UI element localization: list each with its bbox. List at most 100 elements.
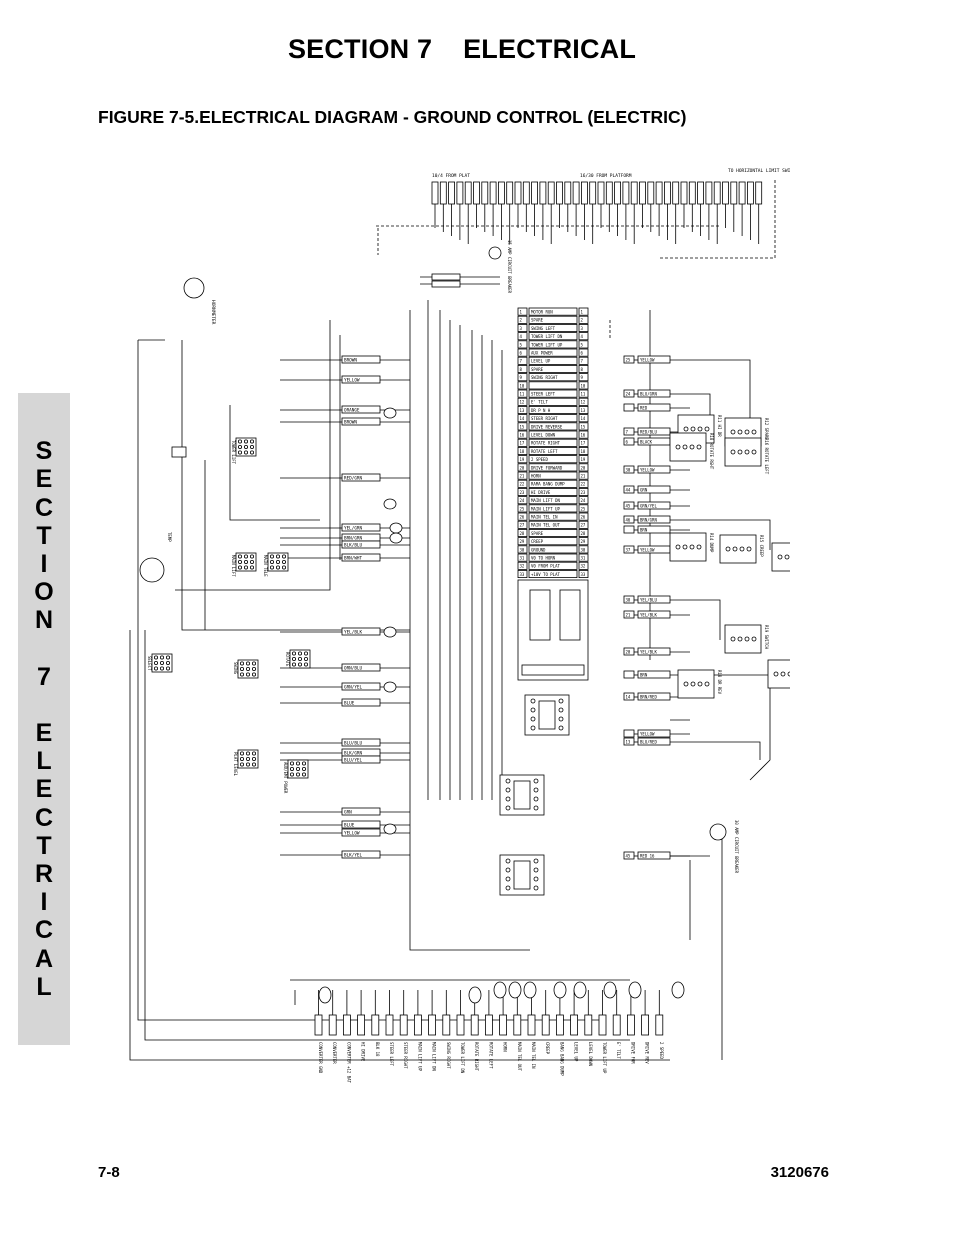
terminal-number: 6 — [520, 351, 523, 356]
wire-label-box — [637, 737, 671, 746]
terminal-number-box — [517, 356, 528, 365]
terminal-number: 15 — [581, 424, 586, 429]
connector-pin — [630, 181, 638, 205]
wire-label: YEL/GRN — [344, 526, 363, 532]
relay-pin — [737, 429, 743, 435]
switch-pin — [239, 751, 244, 756]
relay-pin — [505, 876, 511, 882]
bottom-label: SWING RIGHT — [446, 1042, 451, 1069]
fuse-box — [171, 446, 187, 458]
connector-bubble — [383, 681, 397, 693]
temp-label: TEMP — [167, 532, 172, 542]
terminal-label: MAIN LIFT DN — [531, 498, 560, 503]
terminal-number: 10 — [520, 383, 525, 388]
top-label-from-platform: 16/30 FROM PLATFORM — [580, 173, 632, 179]
wire-label-box — [341, 755, 381, 764]
terminal-number: 26 — [520, 515, 525, 520]
bottom-wire-tag — [456, 1014, 465, 1036]
side-tab-letter: 7 — [37, 662, 51, 691]
connector-pin — [647, 181, 655, 205]
wire-label: BRN/WHT — [344, 556, 363, 562]
wire-tag — [431, 273, 461, 281]
wire-label: BRN — [640, 673, 648, 678]
connector-pin — [589, 181, 597, 205]
terminal-label: RAMA BANG DUMP — [531, 482, 565, 487]
wire-label-box — [637, 465, 671, 474]
connector-pin — [439, 181, 447, 205]
connector-pin — [539, 181, 547, 205]
switch-pin — [251, 757, 256, 762]
terminal-label: ROTATE RIGHT — [531, 441, 560, 446]
relay-pin — [690, 426, 696, 432]
switch-pin — [249, 444, 254, 449]
terminal-number-box — [578, 356, 589, 365]
relay-pin — [505, 796, 511, 802]
connector-bubble — [573, 981, 587, 999]
terminal-number: 12 — [520, 400, 525, 405]
terminal-number: 4 — [520, 334, 523, 339]
switch-pin — [295, 761, 300, 766]
relay-pin — [675, 444, 681, 450]
switch-pin — [251, 666, 256, 671]
terminal-square — [623, 545, 635, 554]
switch-pin — [237, 450, 242, 455]
wire-label: RED/BLU — [640, 430, 657, 435]
terminal-number-box — [578, 307, 589, 316]
terminal-number: 21 — [581, 474, 586, 479]
bottom-label: MAIN TEL IN — [531, 1042, 536, 1069]
relay-pin — [737, 449, 743, 455]
wire-label-box — [637, 403, 671, 412]
terminal-number-box — [517, 545, 528, 554]
terminal-number-box — [517, 364, 528, 373]
terminal-number: 28 — [520, 531, 525, 536]
bottom-label: HORN — [503, 1042, 508, 1052]
terminal-number-box — [517, 561, 528, 570]
side-tab-letter: S — [35, 437, 53, 466]
bottom-label: LEVEL UP — [574, 1042, 579, 1062]
wire-label-box — [341, 375, 381, 384]
terminal-label: 2 SPEED — [531, 457, 548, 462]
bottom-wire-tag — [527, 1014, 536, 1036]
relay-pin — [505, 885, 511, 891]
terminal-label-box — [528, 520, 578, 529]
terminal-number: 25 — [520, 506, 525, 511]
wire-label-box — [637, 610, 671, 619]
switch-pin — [291, 662, 296, 667]
wire-label: RED — [640, 406, 648, 411]
terminal-number: 22 — [520, 482, 525, 487]
wire-label-box — [637, 515, 671, 524]
switch-pin — [249, 439, 254, 444]
wire-label-box — [341, 627, 381, 636]
terminal-number-box — [517, 446, 528, 455]
connector-bubble — [603, 981, 617, 999]
terminal-number-box — [517, 463, 528, 472]
wire-label-box — [637, 485, 671, 494]
wire-label: BLU/RED — [640, 740, 657, 745]
terminal-number-box — [578, 455, 589, 464]
terminal-number-box — [578, 397, 589, 406]
relay-pin — [505, 858, 511, 864]
wire-label: BRN/GRN — [640, 518, 657, 523]
side-tab-letter: R — [34, 859, 54, 888]
bottom-label: LEVEL DOWN — [588, 1042, 593, 1067]
bottom-label: MAIN TEL OUT — [517, 1042, 522, 1071]
side-tab-letter: E — [35, 465, 53, 494]
relay-pin — [505, 778, 511, 784]
switch-pin — [243, 565, 248, 570]
terminal-number: 24 — [520, 498, 525, 503]
relay-pin — [533, 787, 539, 793]
terminal-label: HORN — [531, 474, 541, 479]
terminal-number: 7 — [581, 359, 584, 364]
terminal-square — [623, 737, 635, 746]
terminal-label-box — [528, 348, 578, 357]
connector-pin — [448, 181, 456, 205]
switch-pin — [303, 651, 308, 656]
relay-coil — [513, 860, 531, 890]
terminal-label: DRIVE REVERSE — [531, 424, 563, 429]
connector-pin — [680, 181, 688, 205]
connector-pin — [730, 181, 738, 205]
terminal-number-box — [578, 332, 589, 341]
terminal-square — [623, 595, 635, 604]
terminal-number-box — [517, 405, 528, 414]
terminal-number-box — [578, 348, 589, 357]
